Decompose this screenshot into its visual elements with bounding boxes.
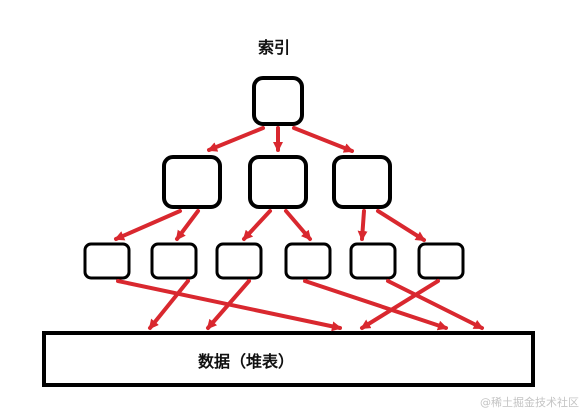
arrow-root-to-internal-1 bbox=[207, 126, 265, 152]
watermark: @稀土掘金技术社区 bbox=[480, 396, 579, 409]
arrow-internal1-to-leaf1 bbox=[114, 209, 182, 241]
leaf-node-6 bbox=[417, 242, 465, 280]
leaf-node-2 bbox=[150, 242, 198, 280]
arrow-internal2-to-leaf4 bbox=[284, 209, 312, 241]
arrow-leaf5-to-heap bbox=[386, 279, 484, 330]
leaf-node-3 bbox=[215, 242, 263, 280]
index-title: 索引 bbox=[258, 38, 291, 57]
arrow-internal3-to-leaf5 bbox=[357, 209, 368, 241]
arrow-root-to-internal-3 bbox=[292, 126, 354, 153]
heap-table bbox=[42, 331, 535, 387]
arrow-internal2-to-leaf3 bbox=[242, 209, 272, 241]
leaf-node-4 bbox=[284, 242, 332, 280]
internal-node-1 bbox=[162, 155, 222, 209]
arrow-leaf4-to-heap bbox=[303, 279, 448, 331]
arrow-leaf6-to-heap bbox=[360, 279, 440, 330]
internal-node-3 bbox=[332, 155, 392, 209]
arrow-internal3-to-leaf6 bbox=[376, 209, 426, 242]
arrow-leaf2-to-heap bbox=[148, 279, 190, 330]
leaf-node-5 bbox=[349, 242, 397, 280]
arrow-internal1-to-leaf2 bbox=[175, 209, 200, 241]
root-node bbox=[252, 76, 304, 126]
arrow-leaf3-to-heap bbox=[206, 279, 251, 330]
internal-node-2 bbox=[248, 155, 308, 209]
heap-table-label: 数据（堆表） bbox=[198, 352, 295, 371]
leaf-node-1 bbox=[83, 242, 131, 280]
